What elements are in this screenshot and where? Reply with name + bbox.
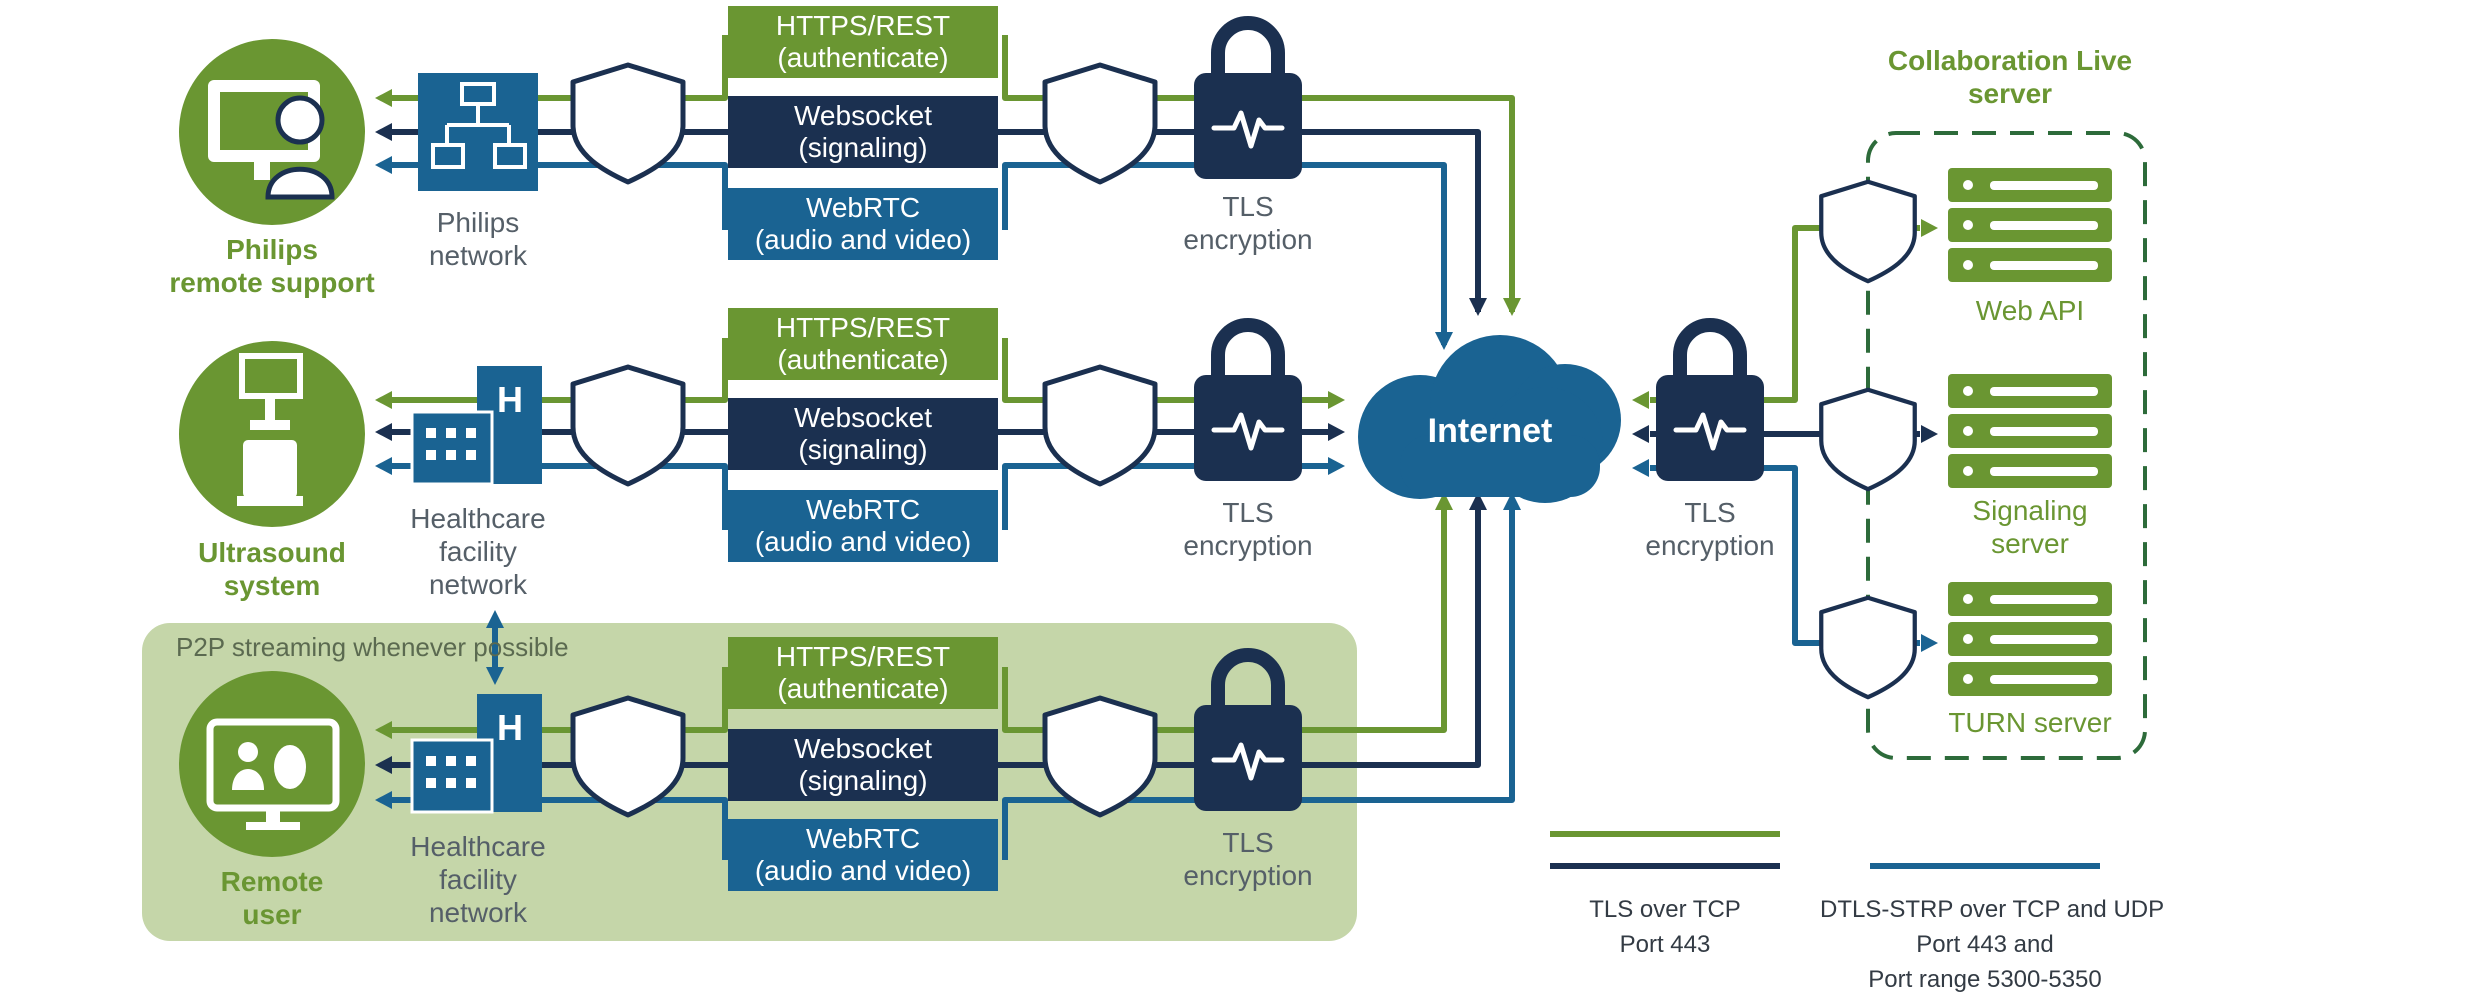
p2p-label: P2P streaming whenever possible xyxy=(176,632,569,662)
label-line: TLS over TCP xyxy=(1589,896,1741,923)
label-line: TURN server xyxy=(1948,707,2112,738)
endpoint-label-remote: Remote user xyxy=(142,865,402,931)
row1-webrtc-box: WebRTC(audio and video) xyxy=(728,188,998,260)
shield-icon xyxy=(1821,598,1915,697)
server-label-webapi: Web API xyxy=(1930,294,2130,327)
tls-label-row2: TLS encryption xyxy=(1158,496,1338,562)
box-line: (signaling) xyxy=(798,132,928,163)
label-line: user xyxy=(242,899,302,931)
ultrasound-circle xyxy=(179,341,365,527)
box-line: (authenticate) xyxy=(777,42,949,73)
label-line: Web API xyxy=(1975,295,2085,326)
box-line: HTTPS/REST xyxy=(775,9,951,41)
network-tree-icon xyxy=(418,73,538,191)
box-line: (audio and video) xyxy=(754,855,972,886)
label-line: network xyxy=(428,240,528,272)
label-line: Port range 5300-5350 xyxy=(1868,965,2102,993)
tls-label-row1: TLS encryption xyxy=(1158,190,1338,256)
server-icon xyxy=(1948,168,2112,282)
remote-user-monitor-icon xyxy=(206,718,340,830)
box-line: Websocket xyxy=(794,99,932,131)
label-line: Ultrasound xyxy=(198,537,346,568)
monitor-support-icon xyxy=(208,80,335,200)
box-line: (authenticate) xyxy=(777,344,949,375)
server-group-title: Collaboration Live server xyxy=(1860,44,2160,110)
label-line: server xyxy=(1967,78,2053,110)
box-line: WebRTC xyxy=(805,191,921,223)
endpoint-label-philips: Philips remote support xyxy=(142,233,402,299)
cloud-icon xyxy=(1358,335,1621,503)
shield-icon xyxy=(1821,182,1915,281)
box-line: (signaling) xyxy=(798,765,928,796)
row2-websocket-box: Websocket(signaling) xyxy=(728,398,998,470)
box-line: (audio and video) xyxy=(754,224,972,255)
box-line: WebRTC xyxy=(805,822,921,854)
row3-webrtc-box: WebRTC(audio and video) xyxy=(728,819,998,891)
row3-websocket-box: Websocket(signaling) xyxy=(728,729,998,801)
lock-icon xyxy=(1194,23,1302,179)
box-line: Websocket xyxy=(794,732,932,764)
label-line: TLS xyxy=(1684,497,1736,528)
tls-label-row3: TLS encryption xyxy=(1158,826,1338,892)
lock-icon xyxy=(1194,325,1302,481)
row1-websocket-box: Websocket(signaling) xyxy=(728,96,998,168)
box-line: HTTPS/REST xyxy=(775,311,951,343)
label-line: server xyxy=(1991,528,2069,560)
hospital-building-icon xyxy=(410,364,544,486)
lock-icon xyxy=(1656,325,1764,481)
server-icon xyxy=(1948,374,2112,488)
network-label-philips: Philips network xyxy=(378,206,578,272)
legend-dtls-label: DTLS-STRP over TCP and UDP Port 443 and … xyxy=(1820,893,2165,997)
label-line: Healthcare xyxy=(410,503,546,534)
label-line: Philips xyxy=(226,234,318,265)
label-line: Signaling xyxy=(1972,495,2088,526)
label-line: encryption xyxy=(1183,860,1313,892)
row2-webrtc-box: WebRTC(audio and video) xyxy=(728,490,998,562)
label-line: TLS xyxy=(1222,827,1274,858)
internet-label: Internet xyxy=(1427,412,1553,450)
box-line: Websocket xyxy=(794,401,932,433)
label-line: TLS xyxy=(1222,191,1274,222)
label-line: remote support xyxy=(169,267,375,299)
box-line: (signaling) xyxy=(798,434,928,465)
server-label-signaling: Signaling server xyxy=(1930,494,2130,560)
shield-icon xyxy=(1821,390,1915,489)
label-line: Philips xyxy=(436,207,520,238)
label-line: TLS xyxy=(1222,497,1274,528)
label-line: DTLS-STRP over TCP and UDP xyxy=(1820,896,2165,923)
label-line: encryption xyxy=(1645,530,1775,562)
server-label-turn: TURN server xyxy=(1930,706,2130,739)
label-line: Remote xyxy=(220,866,324,897)
label-line: encryption xyxy=(1183,530,1313,562)
label-line: network xyxy=(428,897,528,929)
label-line: facility xyxy=(439,864,517,896)
endpoint-label-ultrasound: Ultrasound system xyxy=(142,536,402,602)
box-line: (authenticate) xyxy=(777,673,949,704)
box-line: HTTPS/REST xyxy=(775,640,951,672)
network-label-facility-1: Healthcare facility network xyxy=(378,502,578,601)
legend-tcp-label: TLS over TCP Port 443 xyxy=(1550,893,1780,963)
label-line: Collaboration Live xyxy=(1887,45,2133,76)
label-line: Port 443 xyxy=(1619,930,1711,958)
label-line: system xyxy=(223,570,321,602)
label-line: encryption xyxy=(1183,224,1313,256)
label-line: Healthcare xyxy=(410,831,546,862)
row2-https-box: HTTPS/REST(authenticate) xyxy=(728,308,998,380)
label-line: Port 443 and xyxy=(1916,930,2054,958)
network-label-facility-2: Healthcare facility network xyxy=(378,830,578,929)
row1-https-box: HTTPS/REST(authenticate) xyxy=(728,6,998,78)
row3-https-box: HTTPS/REST(authenticate) xyxy=(728,637,998,709)
box-line: (audio and video) xyxy=(754,526,972,557)
label-line: network xyxy=(428,569,528,601)
label-line: facility xyxy=(439,536,517,568)
tls-label-server-side: TLS encryption xyxy=(1620,496,1800,562)
ultrasound-icon xyxy=(237,353,303,506)
box-line: WebRTC xyxy=(805,493,921,525)
server-icon xyxy=(1948,582,2112,696)
arrowheads xyxy=(375,89,1938,809)
